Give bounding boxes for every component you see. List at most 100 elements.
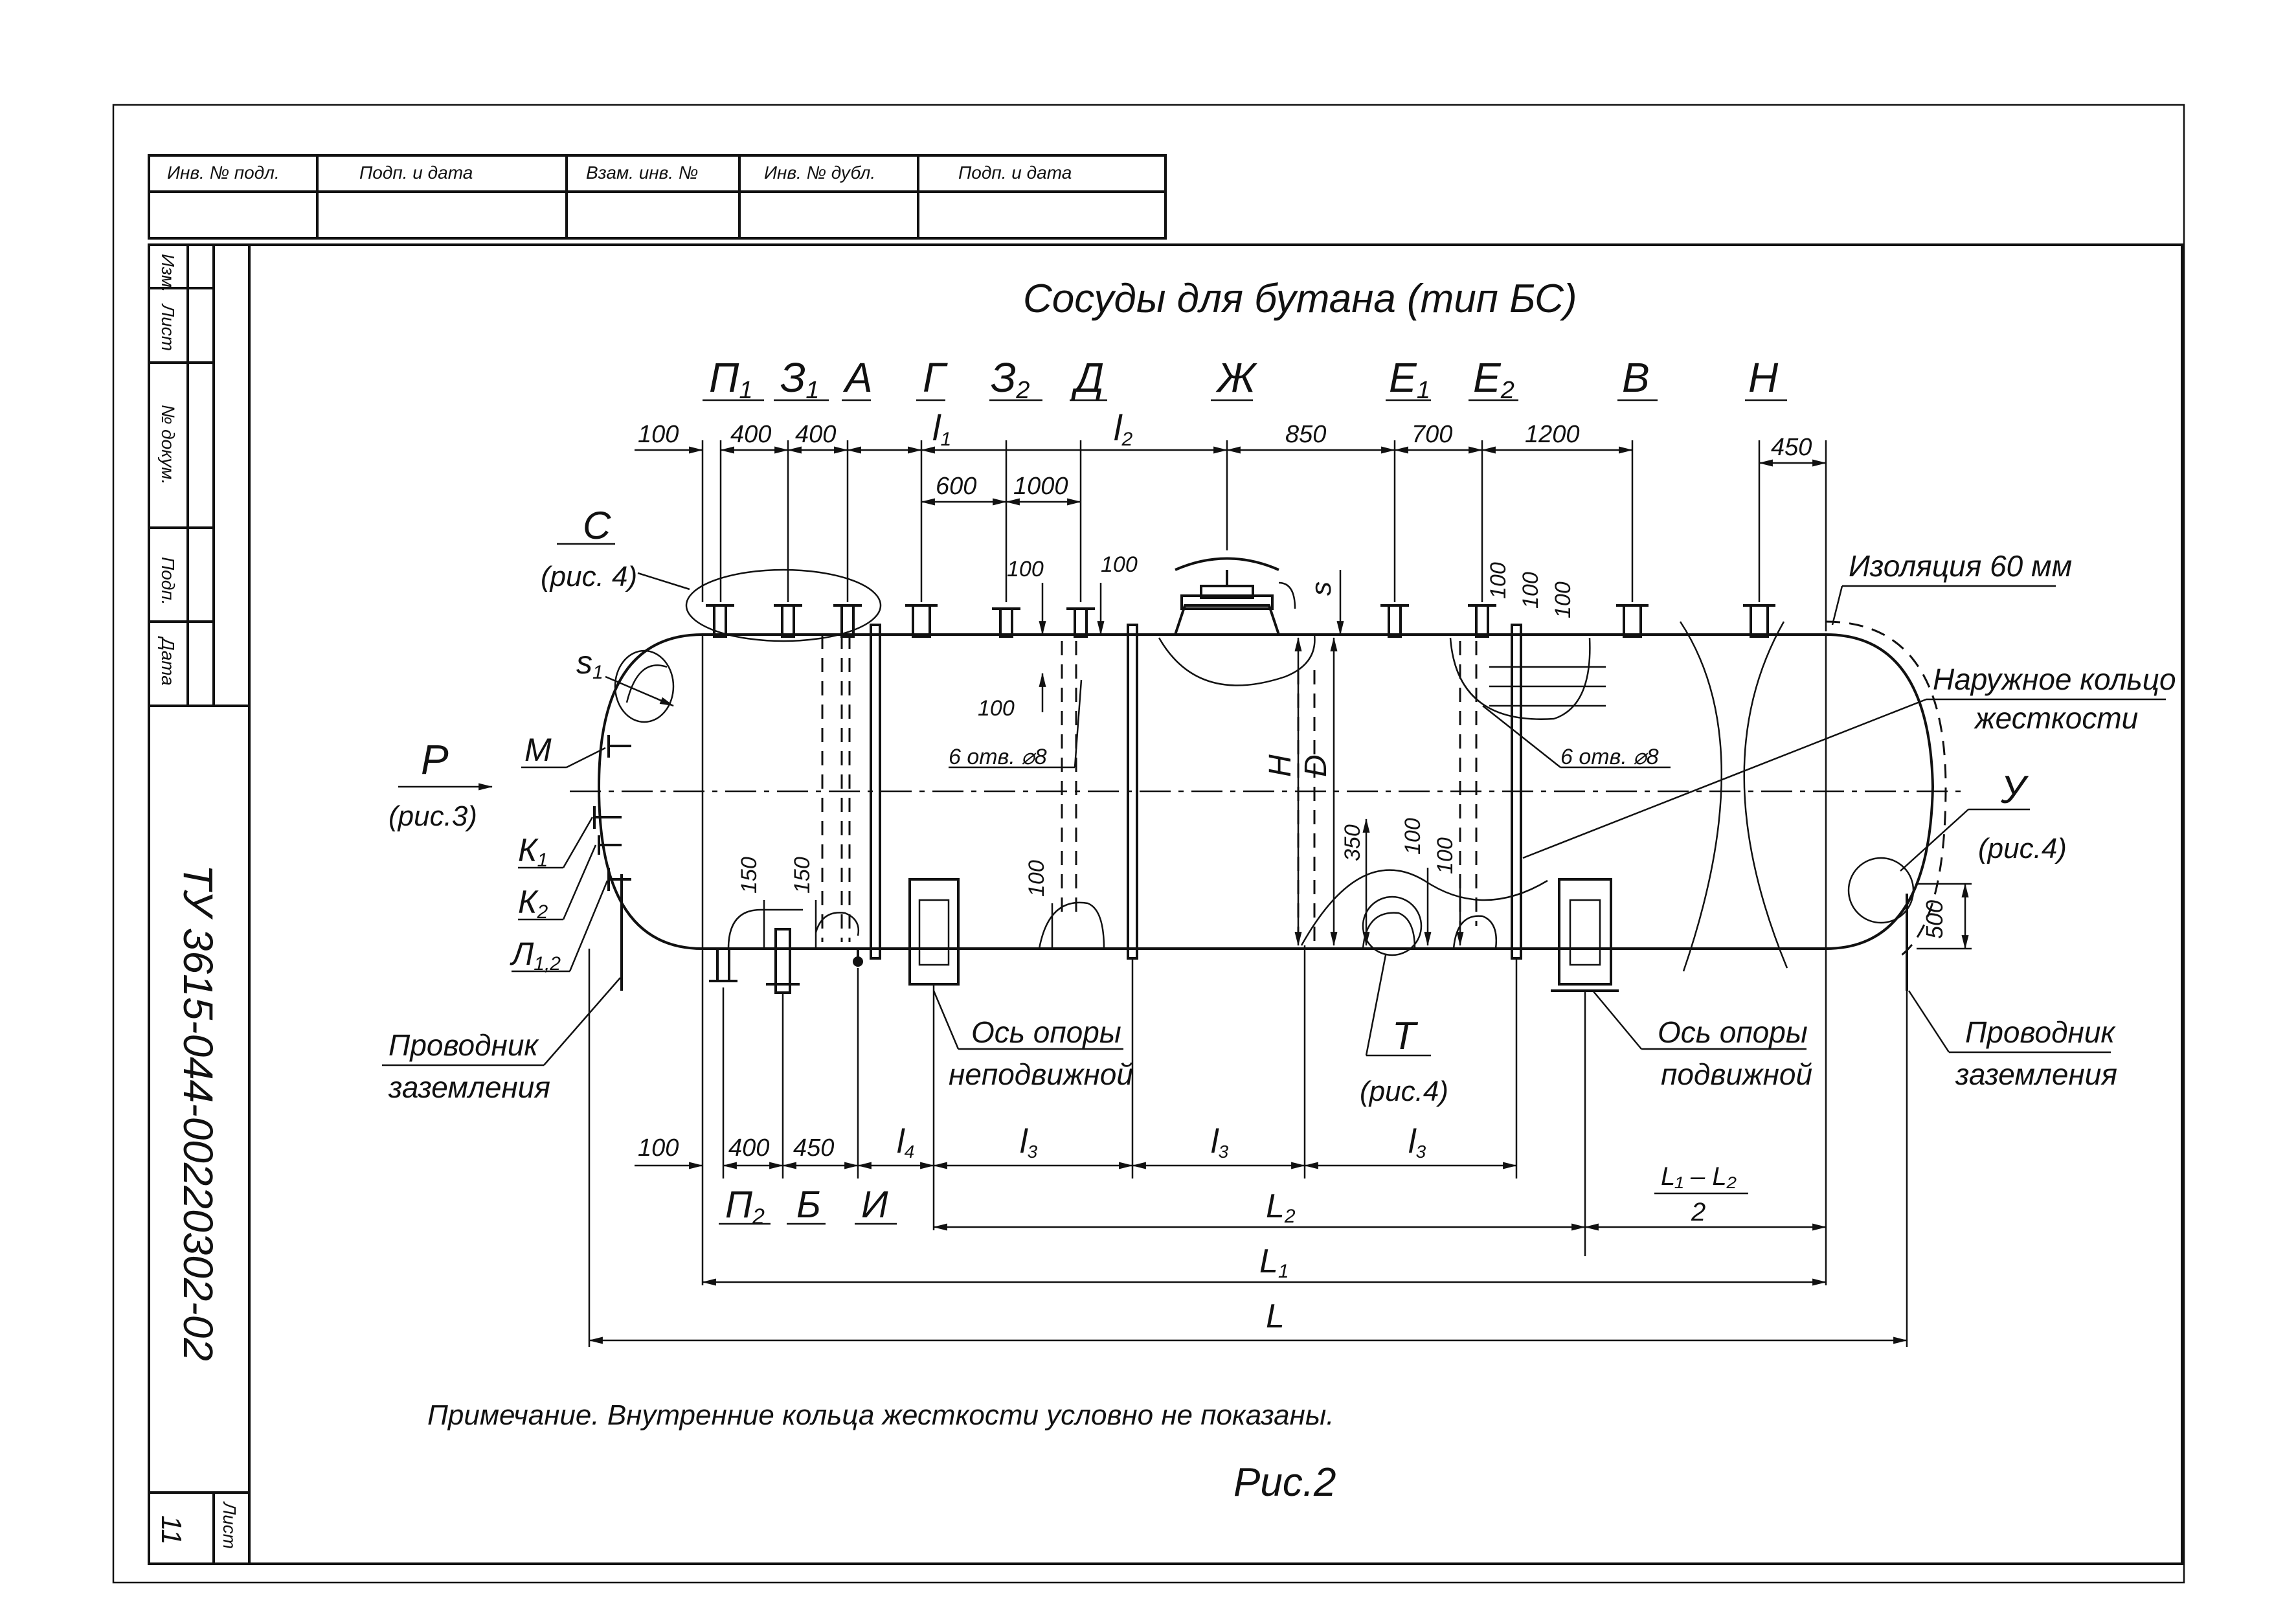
stamp-headers: Инв. № подл. Подп. и дата Взам. инв. № И… xyxy=(167,163,1072,183)
left-stamp-box xyxy=(148,243,251,1565)
sheet-frame xyxy=(112,104,2185,1584)
top-nozzles xyxy=(706,604,1775,638)
label-b: Б xyxy=(796,1184,821,1226)
callout-ground-right-1: Проводник xyxy=(1965,1015,2116,1049)
callout-t-ref: (рис.4) xyxy=(1360,1076,1448,1107)
callout-m: М xyxy=(524,732,552,768)
fixed-support xyxy=(908,878,960,986)
nozzle-z1 xyxy=(774,604,802,638)
nozzle-n xyxy=(1743,604,1775,638)
dim-v100: 100 xyxy=(1024,860,1049,897)
callout-p-ref: (рис.3) xyxy=(388,800,477,832)
dim-bot-l3a: l3 xyxy=(1020,1123,1038,1162)
label-p1: П1 xyxy=(709,354,753,404)
dim-v100c: 100 xyxy=(1433,837,1458,874)
nozzle-z2 xyxy=(992,607,1020,638)
callout-ground-left-2: заземления xyxy=(388,1070,550,1104)
callout-ring-2: жесткости xyxy=(1974,701,2138,735)
supports xyxy=(908,878,1619,992)
dim-top-1000: 1000 xyxy=(1013,473,1068,500)
dim-bot-400: 400 xyxy=(728,1134,769,1162)
detail-circle-c xyxy=(685,569,882,642)
dim-s: s xyxy=(1305,581,1337,596)
nozzle-p1 xyxy=(706,604,734,638)
label-e2: Е2 xyxy=(1473,354,1514,404)
label-p2: П2 xyxy=(725,1184,765,1229)
label-g: Г xyxy=(923,354,948,401)
side-label-podp: Подп. xyxy=(158,557,178,605)
callout-movable-1: Ось опоры xyxy=(1658,1015,1808,1049)
callout-u-ref: (рис.4) xyxy=(1978,833,2067,864)
stamp-podp-data-2: Подп. и дата xyxy=(958,163,1072,183)
holes-right: 6 отв. ⌀8 xyxy=(1560,745,1659,769)
dim-top-450: 450 xyxy=(1771,434,1812,461)
stamp-inv-podl: Инв. № подл. xyxy=(167,163,280,183)
dim-a100a: 100 xyxy=(1007,557,1044,581)
outer-border xyxy=(112,104,2185,1584)
nozzle-k2 xyxy=(598,835,622,855)
stamp-inv-dubl: Инв. № дубл. xyxy=(764,163,875,183)
stamp-side-labels: Изм. Лист № докум. Подп. Дата ТУ 3615-04… xyxy=(155,254,240,1549)
label-d: Д xyxy=(1071,354,1104,401)
nozzle-e1 xyxy=(1380,604,1409,638)
label-e1: Е1 xyxy=(1389,354,1430,404)
label-zh: Ж xyxy=(1215,354,1257,401)
nozzle-m xyxy=(607,735,631,758)
callout-p: Р xyxy=(421,736,449,783)
doc-code: ТУ 3615-044-00220302-02 xyxy=(175,864,221,1361)
side-label-data: Дата xyxy=(158,636,178,686)
callout-l12: Л1,2 xyxy=(510,936,561,975)
nozzle-v xyxy=(1616,604,1649,638)
stamp-vzam-inv: Взам. инв. № xyxy=(586,163,698,183)
dim-bot-l3b: l3 xyxy=(1211,1123,1229,1162)
dim-bot-100: 100 xyxy=(638,1134,679,1162)
nozzle-a xyxy=(833,604,862,638)
callout-t: Т xyxy=(1392,1014,1419,1057)
dim-v150b: 150 xyxy=(790,857,815,894)
dim-bot-l4: l4 xyxy=(897,1123,914,1162)
drawing-title: Сосуды для бутана (тип БС) xyxy=(1023,276,1577,321)
local-dimensions: 100 100 100 6 отв. ⌀8 100 100 100 6 отв.… xyxy=(576,552,1972,950)
dim-frac-den: 2 xyxy=(1691,1198,1705,1226)
label-n: Н xyxy=(1748,354,1779,401)
manhole xyxy=(1174,604,1280,635)
dim-big-l: L xyxy=(1266,1298,1285,1335)
callout-c: С xyxy=(583,504,611,547)
callout-ring-1: Наружное кольцо xyxy=(1933,662,2176,696)
top-stamp-box xyxy=(148,154,1167,240)
side-nozzles xyxy=(593,735,1908,991)
label-z2: З2 xyxy=(991,354,1030,404)
dim-top-850: 850 xyxy=(1285,421,1326,448)
dim-v150a: 150 xyxy=(737,857,761,894)
detail-circle-s1 xyxy=(614,649,675,723)
dim-top-600: 600 xyxy=(936,473,976,500)
dim-top-l1: l1 xyxy=(932,407,951,450)
dim-top-100: 100 xyxy=(638,421,679,448)
detail-circle-t xyxy=(1362,896,1423,956)
drawing-note: Примечание. Внутренние кольца жесткости … xyxy=(427,1399,1334,1431)
holes-left: 6 отв. ⌀8 xyxy=(949,745,1047,769)
bottom-dimensions: 100 400 450 l4 l3 l3 l3 П2 Б И L2 L1 L L… xyxy=(588,945,1908,1347)
callout-fixed-1: Ось опоры xyxy=(971,1015,1121,1049)
dim-top-700: 700 xyxy=(1412,421,1452,448)
callout-movable-2: подвижной xyxy=(1661,1057,1812,1091)
callout-ground-right-2: заземления xyxy=(1955,1057,2117,1091)
side-label-dokum: № докум. xyxy=(158,405,178,484)
callout-ground-left-1: Проводник xyxy=(388,1028,539,1062)
side-label-izm: Изм. xyxy=(158,254,178,293)
nozzle-g xyxy=(905,604,938,638)
nozzle-k1 xyxy=(593,806,622,829)
drain-dome xyxy=(1038,901,1105,949)
dim-v100b: 100 xyxy=(1401,818,1425,855)
callouts: С (рис. 4) Р (рис.3) М К1 К2 Л1,2 Провод… xyxy=(382,504,2176,1107)
dim-b100c: 100 xyxy=(1551,581,1575,618)
bottom-nozzles xyxy=(709,928,863,994)
dim-bot-l3c: l3 xyxy=(1408,1123,1426,1162)
callout-k2: К2 xyxy=(518,884,548,923)
callout-k1: К1 xyxy=(518,832,548,871)
movable-support xyxy=(1551,878,1619,992)
dim-d: D xyxy=(1299,754,1333,777)
nozzle-d xyxy=(1066,607,1095,638)
callout-insulation: Изоляция 60 мм xyxy=(1849,549,2072,583)
